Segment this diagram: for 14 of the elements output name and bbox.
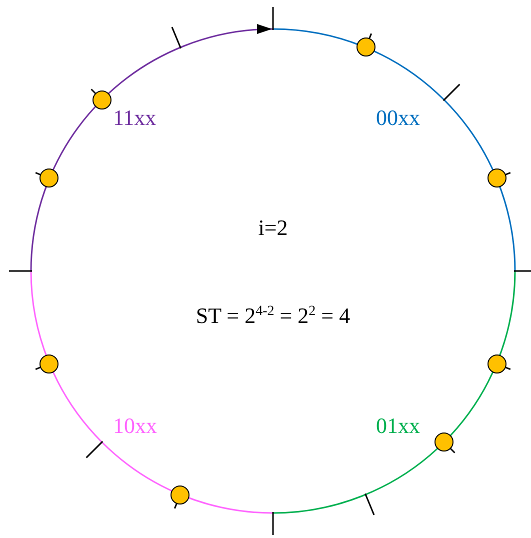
- ring-node-circle: [487, 168, 506, 188]
- segment-label: 11xx: [113, 107, 156, 129]
- ring-node-circle: [40, 168, 59, 188]
- ring-node-circle: [356, 38, 376, 57]
- ring-node-circle: [170, 485, 190, 504]
- formula-text: i=2: [258, 217, 288, 239]
- segment-label: 01xx: [376, 415, 420, 437]
- formula-text: ST = 2$^{4-2}$ = 2$^{2}$ = 4: [196, 305, 350, 327]
- segment-label: 10xx: [113, 415, 157, 437]
- segment-label: 00xx: [376, 107, 420, 129]
- ring-node-circle: [434, 432, 454, 452]
- ring-node-circle: [487, 354, 506, 374]
- ring-node-circle: [92, 90, 112, 110]
- ring-node-circle: [40, 354, 59, 374]
